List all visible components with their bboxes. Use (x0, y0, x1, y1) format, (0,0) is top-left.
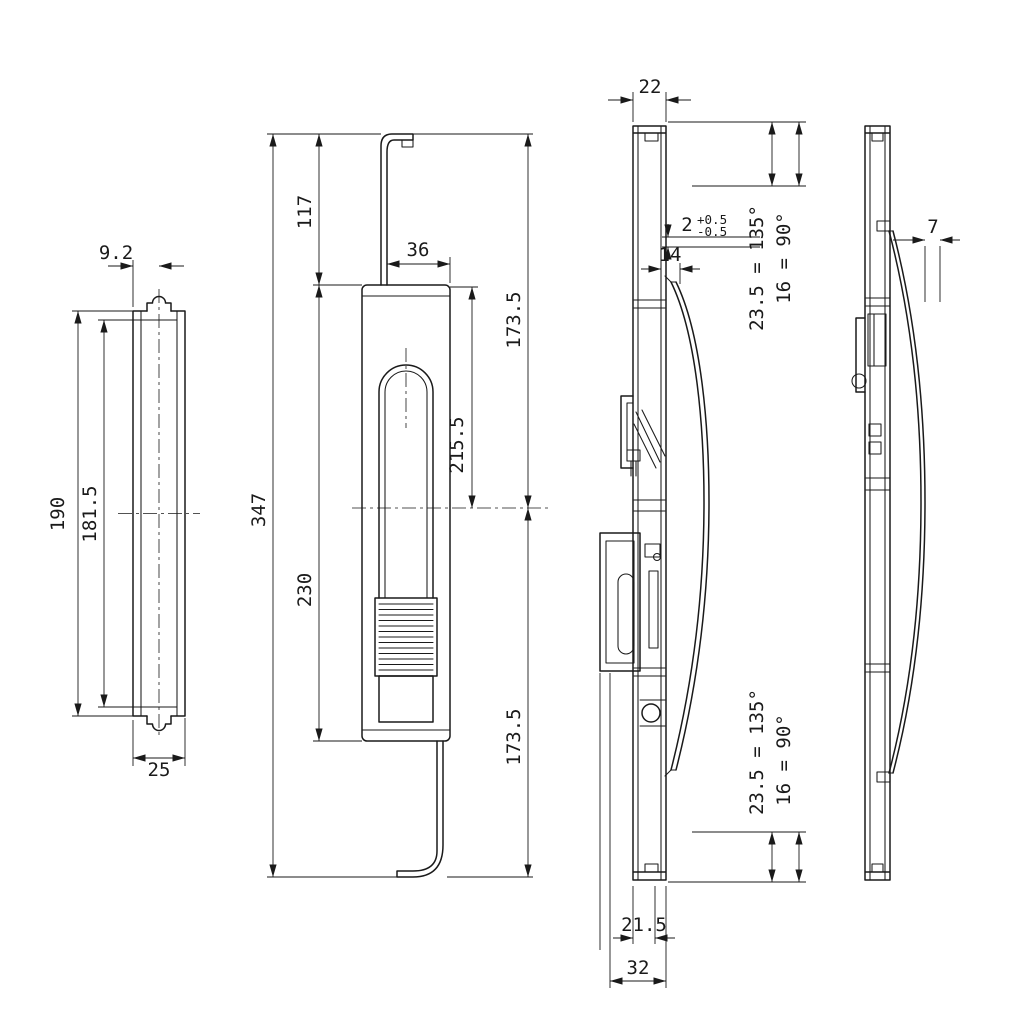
front-bottom-rod (396, 740, 444, 878)
dim-handle-depth: 21.5 (621, 914, 667, 936)
dim-body-width: 36 (407, 239, 430, 261)
dim-offset-top: 9.2 (99, 242, 133, 264)
front-slot-outer (378, 364, 434, 599)
side-mechanism (599, 299, 666, 727)
dim-center-to-bottom: 173.5 (503, 708, 525, 765)
dim-depth: 22 (639, 76, 662, 98)
dim-body-top-to-center: 215.5 (446, 416, 468, 473)
front-top-rod-hook (401, 139, 414, 148)
front-grip-ribs (378, 603, 434, 671)
dim-stroke-upper: 23.5 = 135° (746, 205, 768, 331)
dim-top-to-center: 173.5 (503, 291, 525, 348)
dim-gap-tol-lower: -0.5 (697, 224, 727, 239)
dim-gap-tol-upper: +0.5 (697, 212, 727, 227)
front-view: 347 117 230 36 173.5 215.5 173.5 (248, 133, 548, 878)
spring-bar-bottom-tab (871, 863, 884, 873)
dim-clearance: 7 (927, 216, 938, 238)
side-bar-inner-lines (637, 125, 662, 881)
front-top-rod (380, 133, 414, 286)
side-bar-top-tab (644, 132, 659, 142)
end-profile-view: 9.2 190 181.5 25 (47, 242, 200, 781)
spring-bar-inner-lines (869, 125, 886, 881)
spring-side-view: 7 (851, 125, 960, 881)
side-pivot-pin (652, 552, 662, 562)
spring-dimensions (893, 236, 960, 302)
end-profile-centerlines (118, 289, 200, 738)
front-dimensions (267, 133, 533, 878)
dim-tip-offset: 14 (659, 244, 682, 266)
dim-overall-depth: 32 (627, 957, 650, 979)
front-slot-inner (384, 370, 428, 599)
dim-outer-height: 190 (47, 497, 69, 531)
front-body-inner-lines (361, 295, 451, 731)
dim-overall-height: 347 (248, 493, 270, 527)
dim-inner-height: 181.5 (79, 485, 101, 542)
side-dimensions (599, 92, 806, 988)
dim-width: 25 (148, 759, 171, 781)
side-bar-bottom-tab (644, 863, 659, 873)
leaf-spring (876, 220, 926, 783)
side-bar-outline (632, 125, 667, 881)
dim-stroke-lower: 23.5 = 135° (746, 689, 768, 815)
dim-stroke-upper-alt: 16 = 90° (773, 212, 795, 304)
front-centerlines (352, 348, 548, 509)
side-handle-block (599, 532, 641, 672)
spring-bar-outline (864, 125, 891, 881)
spring-pivot (851, 373, 867, 389)
front-lower-slide (378, 675, 434, 723)
end-profile-dimensions (72, 260, 186, 766)
dim-body-height: 230 (294, 573, 316, 607)
side-leaf-spring (664, 275, 710, 777)
dim-gap-nominal: 2 (681, 214, 692, 236)
spring-mechanism (851, 297, 891, 673)
side-section-view: 22 2 +0.5 -0.5 14 23.5 = 135° 16 = 90° 2… (599, 76, 806, 988)
side-roller (641, 703, 661, 723)
spring-bar-top-tab (871, 132, 884, 142)
front-body-outline (361, 284, 451, 742)
dim-rod-extension: 117 (294, 195, 316, 229)
dim-stroke-lower-alt: 16 = 90° (773, 714, 795, 806)
